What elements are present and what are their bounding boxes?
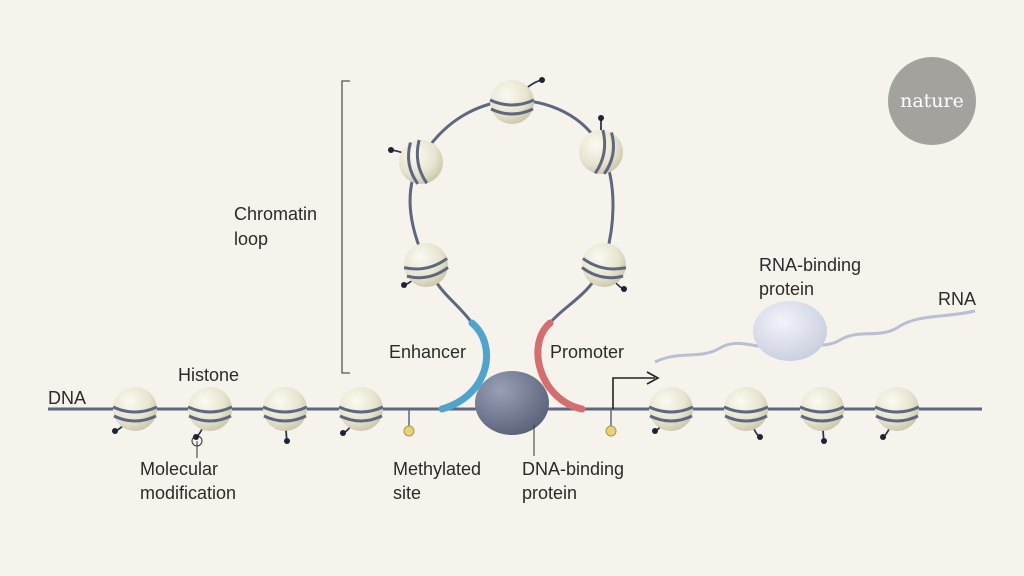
- label-rna-binding-protein-1: RNA-binding: [759, 255, 862, 275]
- label-methylated-site-1: Methylated: [393, 459, 482, 479]
- histone-core: [582, 243, 626, 287]
- rna-binding-protein: [753, 301, 827, 361]
- histone-sphere-icon: [112, 387, 158, 434]
- histone-sphere-icon: [489, 77, 545, 124]
- lollipop-tail-icon: [621, 286, 627, 292]
- histone-sphere-icon: [262, 387, 308, 444]
- dna-wrap: [187, 405, 233, 423]
- histone-core: [579, 130, 623, 174]
- label-chromatin-loop-2: loop: [234, 229, 269, 249]
- methyl-dot-icon: [403, 425, 415, 437]
- histone-sphere-icon: [338, 387, 384, 436]
- histone-sphere-icon: [187, 387, 233, 440]
- dna-wrap: [593, 129, 615, 175]
- label-molecular-modification-2: modification: [140, 483, 237, 503]
- promoter-segment: [534, 319, 586, 413]
- dna-wrap: [403, 257, 449, 280]
- histone-core: [399, 140, 443, 184]
- arrow-head: [646, 371, 660, 385]
- lollipop-tail-icon: [112, 428, 118, 434]
- dna-wrap: [262, 405, 308, 423]
- histone-sphere-icon: [648, 387, 694, 434]
- dna-wrap: [648, 405, 694, 423]
- histone-sphere-icon: [723, 387, 769, 440]
- lollipop-tail-icon: [821, 438, 827, 444]
- label-methylated-site-2: site: [393, 483, 422, 503]
- lollipop-tail-icon: [401, 282, 407, 288]
- label-enhancer: Enhancer: [389, 342, 467, 362]
- label-molecular-modification-1: Molecular: [140, 459, 219, 479]
- nature-logo: nature: [888, 57, 976, 145]
- histone-sphere-icon: [579, 115, 623, 175]
- lollipop-tail-icon: [284, 438, 290, 444]
- chromatin-loop-bracket: [341, 80, 350, 374]
- histone-sphere-icon: [581, 243, 627, 292]
- histone-sphere-icon: [401, 243, 449, 288]
- lollipop-tail-icon: [539, 77, 545, 83]
- dna-wrap: [581, 257, 627, 280]
- label-promoter: Promoter: [550, 342, 625, 362]
- label-histone: Histone: [178, 365, 240, 385]
- enhancer-segment: [438, 319, 490, 413]
- chromatin-loop-strand: [408, 98, 615, 324]
- histone-sphere-icon: [388, 139, 443, 185]
- dna-wrap: [723, 405, 769, 423]
- dna-binding-protein: [475, 371, 549, 435]
- dna-wrap: [874, 405, 920, 423]
- histone-sphere-icon: [799, 387, 845, 444]
- lollipop-tail-icon: [757, 434, 763, 440]
- bent-arrow-icon: [612, 377, 655, 409]
- lollipop-tail-icon: [193, 434, 199, 440]
- dna-wrap: [112, 405, 158, 423]
- lollipop-tail-icon: [880, 434, 886, 440]
- dna-wrap: [407, 139, 429, 185]
- dna-wrap: [799, 405, 845, 423]
- label-rna: RNA: [938, 289, 977, 309]
- histone-sphere-icon: [874, 387, 920, 440]
- lollipop-tail-icon: [598, 115, 604, 121]
- histone-core: [404, 243, 448, 287]
- lollipop-tail-icon: [340, 430, 346, 436]
- label-dna-binding-protein-2: protein: [522, 483, 578, 503]
- dna-wrap: [489, 98, 535, 116]
- label-chromatin-loop-1: Chromatin: [234, 204, 318, 224]
- methyl-dot-icon: [605, 425, 617, 437]
- label-dna: DNA: [48, 388, 87, 408]
- nucleosomes: [112, 77, 920, 444]
- label-rna-binding-protein-2: protein: [759, 279, 815, 299]
- lollipop-tail-icon: [652, 428, 658, 434]
- lollipop-tail-icon: [388, 147, 394, 153]
- dna-wrap: [338, 405, 384, 423]
- logo-text: nature: [900, 90, 964, 112]
- label-dna-binding-protein-1: DNA-binding: [522, 459, 625, 479]
